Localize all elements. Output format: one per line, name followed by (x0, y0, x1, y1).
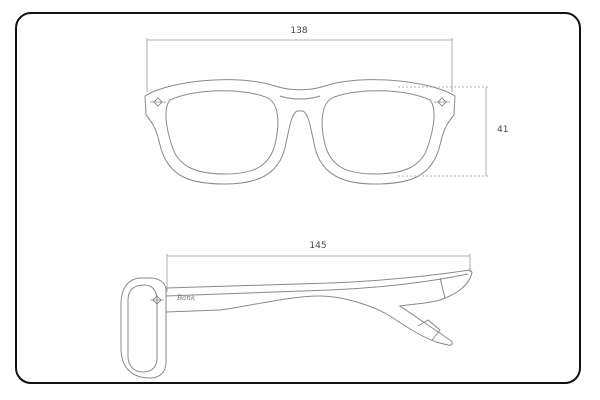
temple-length-label: 145 (309, 241, 326, 251)
frame-width-label: 138 (290, 26, 307, 36)
bridge-outline (279, 95, 321, 100)
side-view: 145 Bank (120, 241, 473, 379)
side-rivet-icon (150, 295, 164, 305)
temple-inner-line (165, 273, 469, 297)
temple-logo: Bank (176, 294, 195, 302)
left-lens (165, 90, 279, 175)
front-view: 138 41 (144, 26, 508, 185)
frame-side-outline (120, 277, 167, 379)
right-lens (321, 90, 435, 175)
frame-width-dimension: 138 (146, 26, 453, 92)
left-rivet-icon (150, 97, 166, 107)
lens-height-dimension: 41 (398, 86, 508, 177)
right-rivet-icon (434, 97, 450, 107)
lens-height-label: 41 (497, 125, 508, 135)
temple-tip (417, 277, 446, 341)
frame-front-outline (144, 79, 456, 185)
temple-length-dimension: 145 (166, 241, 471, 292)
temple-arm (165, 269, 473, 346)
lens-side-edge (127, 284, 158, 373)
diagram-border (15, 12, 581, 384)
